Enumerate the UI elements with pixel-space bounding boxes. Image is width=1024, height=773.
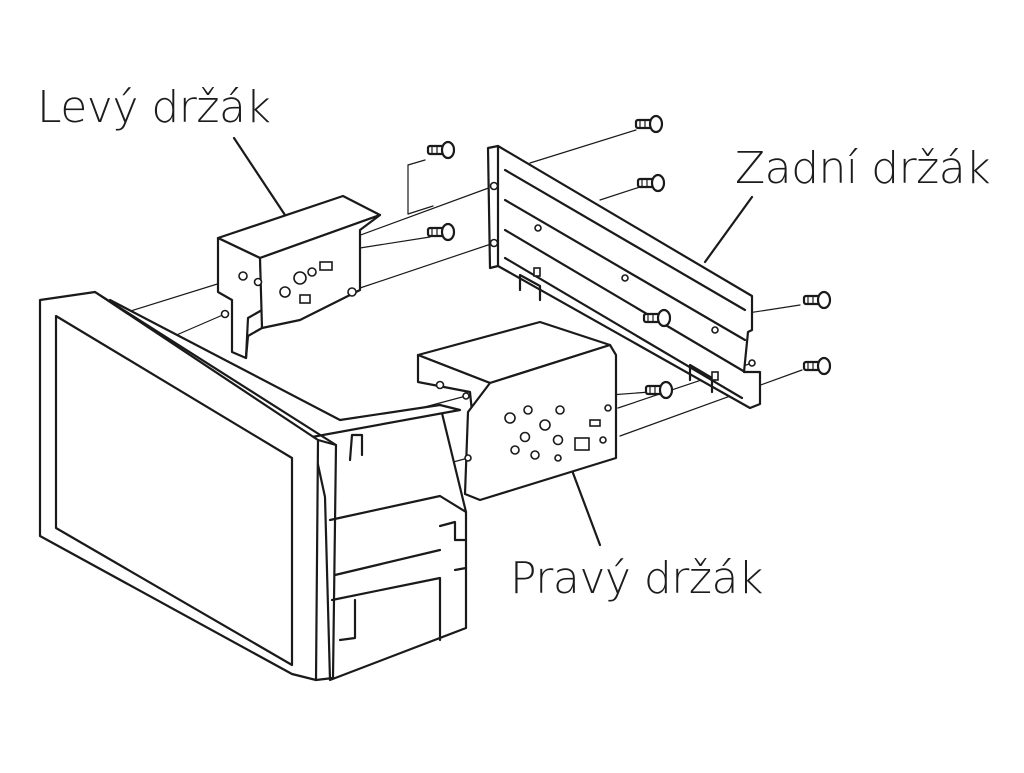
left-bracket bbox=[216, 194, 382, 360]
right-bracket-label: Pravý držák bbox=[510, 553, 763, 604]
screw-icon bbox=[636, 173, 666, 193]
screws bbox=[426, 114, 832, 400]
screw-icon bbox=[802, 356, 832, 376]
screw-icon bbox=[426, 222, 456, 242]
rear-bracket bbox=[486, 144, 762, 410]
screw-icon bbox=[634, 114, 664, 134]
screw-icon bbox=[642, 308, 672, 328]
leader-lines bbox=[232, 136, 754, 547]
screw-icon bbox=[644, 380, 674, 400]
right-bracket bbox=[416, 320, 618, 502]
head-unit bbox=[38, 290, 468, 682]
left-bracket-label: Levý držák bbox=[37, 82, 271, 133]
rear-bracket-label: Zadní držák bbox=[735, 143, 991, 194]
screw-icon bbox=[802, 290, 832, 310]
screw-icon bbox=[426, 140, 456, 160]
